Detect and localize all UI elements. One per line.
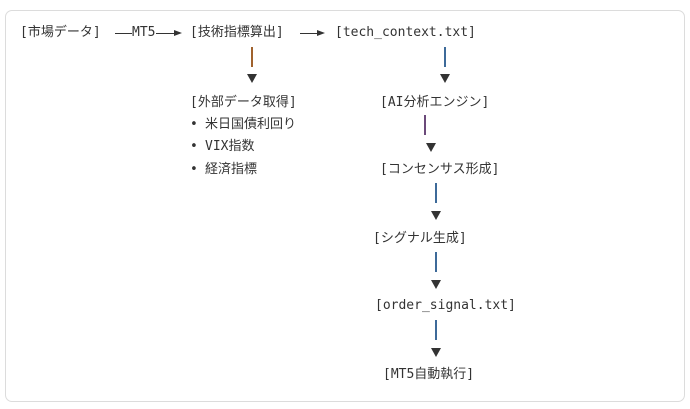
connector-line: [251, 47, 253, 67]
arrow-down-icon: [431, 348, 441, 357]
diagram-container: [5, 10, 685, 402]
connector-line: [435, 320, 437, 340]
arrow-down-icon: [431, 211, 441, 220]
node-mt5-execution: [MT5自動執行]: [383, 367, 475, 382]
node-ai-engine: [AI分析エンジン]: [380, 95, 490, 110]
list-item: VIX指数: [205, 139, 255, 154]
connector-line: [435, 183, 437, 203]
list-item: 米日国債利回り: [205, 117, 297, 132]
arrow-down-icon: [440, 74, 450, 83]
connector-line: [424, 115, 426, 135]
bullet: •: [190, 117, 198, 132]
node-market-data: [市場データ]: [20, 25, 101, 40]
connector-line: [115, 33, 132, 34]
node-external-data: [外部データ取得]: [190, 95, 297, 110]
arrow-down-icon: [431, 280, 441, 289]
node-tech-context: [tech_context.txt]: [335, 25, 476, 40]
list-item: 経済指標: [205, 162, 258, 177]
arrow-down-icon: [247, 74, 257, 83]
arrow-right-icon: [174, 30, 182, 36]
node-order-signal: [order_signal.txt]: [375, 298, 516, 313]
bullet: •: [190, 162, 198, 177]
node-tech-calc: [技術指標算出]: [190, 25, 284, 40]
bullet: •: [190, 139, 198, 154]
node-signal-gen: [シグナル生成]: [373, 231, 467, 246]
connector-line: [156, 33, 174, 34]
arrow-right-icon: [317, 30, 325, 36]
arrow-down-icon: [426, 143, 436, 152]
edge-label-mt5: MT5: [132, 25, 156, 40]
connector-line: [300, 33, 317, 34]
connector-line: [435, 252, 437, 272]
node-consensus: [コンセンサス形成]: [380, 162, 500, 177]
connector-line: [444, 47, 446, 67]
